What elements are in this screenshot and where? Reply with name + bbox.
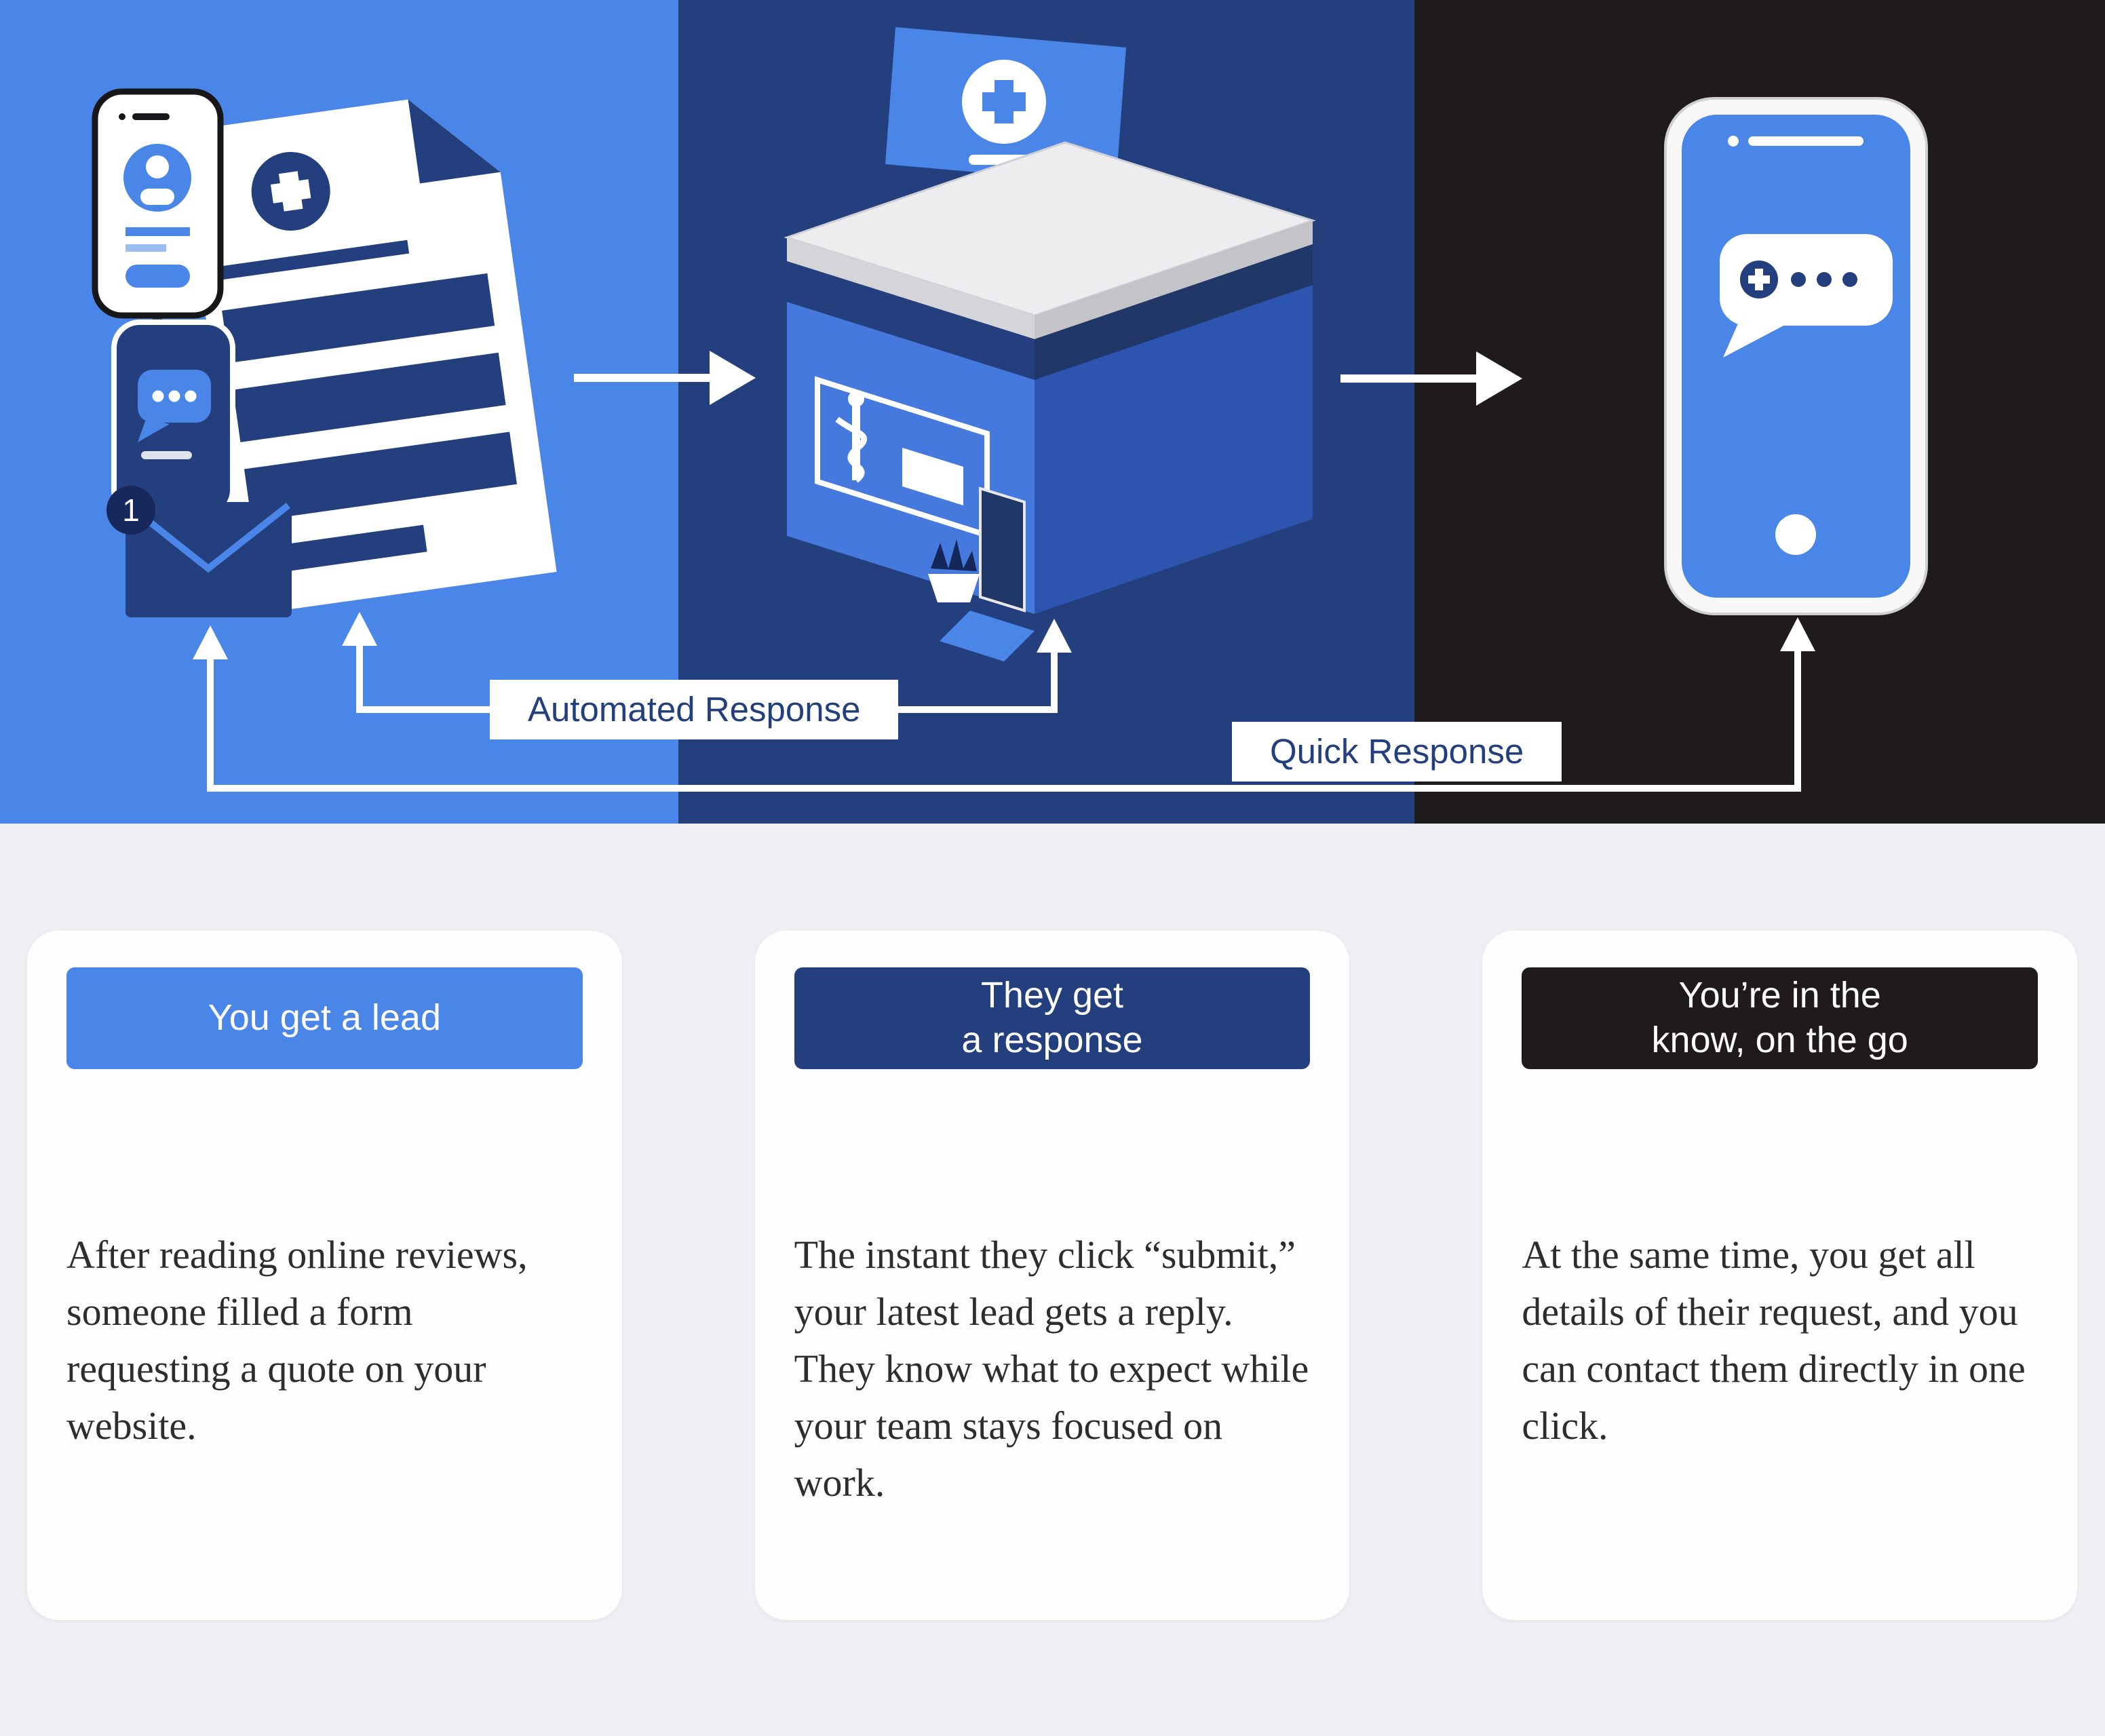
card-title-line: They get: [980, 975, 1124, 1016]
card-title-line: You get a lead: [208, 997, 441, 1039]
card-title-line: You’re in the: [1678, 975, 1881, 1016]
roof: [784, 141, 1316, 380]
smartphone-icon: [1664, 97, 1928, 615]
card-description-lead: After reading online reviews, someone fi…: [66, 1233, 528, 1448]
envelope-icon: 1: [107, 486, 292, 617]
notification-badge: [107, 486, 155, 535]
card-description-response: The instant they click “submit,” your la…: [794, 1233, 1309, 1505]
card-title-line: know, on the go: [1651, 1020, 1908, 1060]
chat-phone-icon: [111, 320, 235, 518]
card-title-know: You’re in the know, on the go: [1522, 967, 2039, 1069]
flow-diagram: 1: [0, 0, 2105, 824]
step-cards: You get a lead After reading online revi…: [0, 824, 2105, 1674]
door-mat: [940, 611, 1035, 661]
document-icon: [179, 99, 557, 615]
camera-dot-icon: [1728, 136, 1739, 147]
card-description-know: At the same time, you get all details of…: [1522, 1233, 2026, 1448]
chat-bubble-icon: [1720, 234, 1893, 358]
card-title-response: They get a response: [794, 967, 1311, 1069]
automated-response-label: Automated Response: [490, 680, 899, 739]
plant-icon: [928, 539, 980, 602]
contact-phone-icon: [92, 88, 224, 319]
clinic-building-icon: [784, 27, 1316, 661]
panel-mobile: [1414, 0, 2105, 824]
card-title-lead: You get a lead: [66, 967, 583, 1069]
card-title-line: a response: [961, 1020, 1143, 1060]
card-in-the-know: You’re in the know, on the go At the sam…: [1482, 931, 2078, 1621]
lead-illustration: 1: [92, 88, 557, 617]
badge-count: 1: [122, 493, 140, 528]
card-they-get-a-response: They get a response The instant they cli…: [754, 931, 1350, 1621]
home-button-icon: [1775, 514, 1816, 555]
card-you-get-a-lead: You get a lead After reading online revi…: [27, 931, 622, 1621]
panel-lead: 1: [0, 0, 678, 824]
speaker-bar-icon: [1748, 136, 1863, 146]
quick-response-label: Quick Response: [1232, 722, 1562, 782]
